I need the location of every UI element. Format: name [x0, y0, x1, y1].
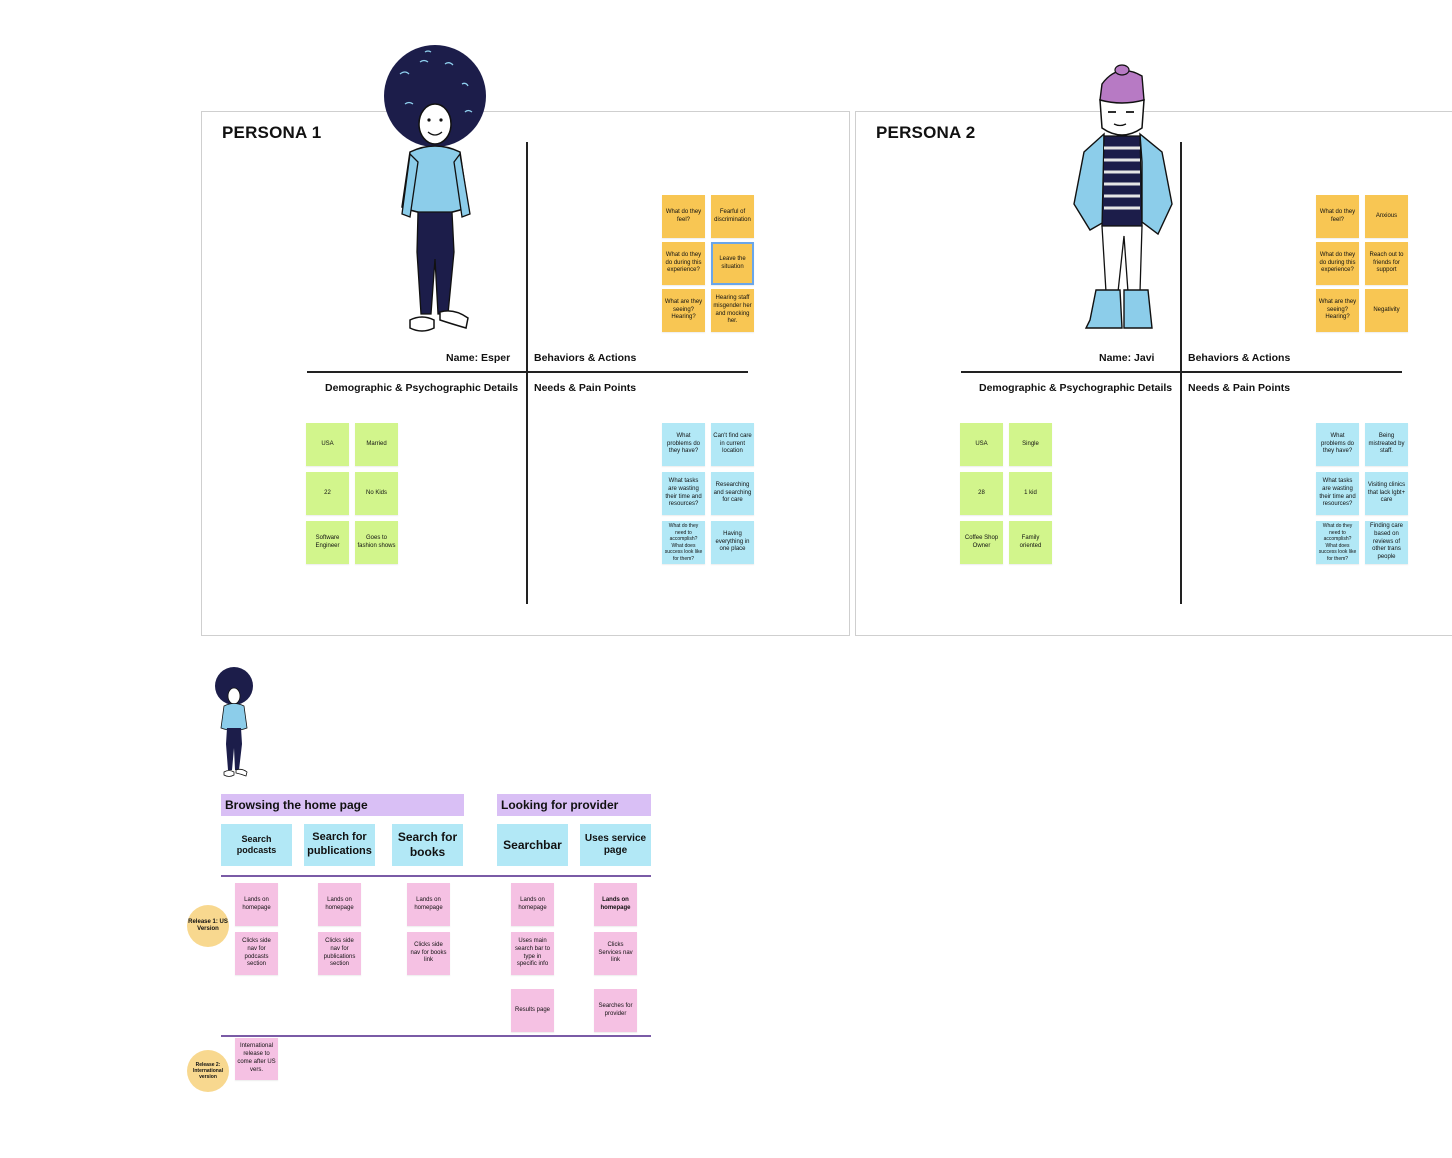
task-sticky[interactable]: Clicks side nav for podcasts section: [235, 932, 278, 975]
sticky-note[interactable]: What problems do they have?: [662, 423, 705, 466]
sticky-note[interactable]: What tasks are wasting their time and re…: [1316, 472, 1359, 515]
sticky-note[interactable]: What do they need to accomplish? What do…: [1316, 521, 1359, 564]
release1-divider: [221, 875, 651, 877]
story-search-podcasts[interactable]: Search podcasts: [221, 824, 292, 866]
persona2-demographics-label: Demographic & Psychographic Details: [979, 382, 1173, 394]
sticky-note[interactable]: USA: [960, 423, 1003, 466]
sticky-note[interactable]: Finding care based on reviews of other t…: [1365, 521, 1408, 564]
sticky-note[interactable]: Coffee Shop Owner: [960, 521, 1003, 564]
sticky-note[interactable]: What do they feel?: [1316, 195, 1359, 238]
sticky-note[interactable]: What do they do during this experience?: [662, 242, 705, 285]
release2-label[interactable]: Release 2: International version: [187, 1050, 229, 1092]
task-sticky[interactable]: Searches for provider: [594, 989, 637, 1032]
sticky-note[interactable]: Reach out to friends for support: [1365, 242, 1408, 285]
task-sticky[interactable]: Lands on homepage: [318, 883, 361, 926]
sticky-note[interactable]: Can't find care in current location: [711, 423, 754, 466]
sticky-note[interactable]: What do they do during this experience?: [1316, 242, 1359, 285]
persona1-name-label: Name: Esper: [446, 352, 511, 364]
sticky-note[interactable]: USA: [306, 423, 349, 466]
sticky-note[interactable]: Married: [355, 423, 398, 466]
persona1-illustration[interactable]: [380, 44, 490, 342]
task-sticky[interactable]: Lands on homepage: [511, 883, 554, 926]
story-searchbar[interactable]: Searchbar: [497, 824, 568, 866]
task-sticky[interactable]: International release to come after US v…: [235, 1038, 278, 1080]
sticky-note[interactable]: Visiting clinics that lack lgbt+ care: [1365, 472, 1408, 515]
task-sticky[interactable]: Lands on homepage: [407, 883, 450, 926]
sticky-note[interactable]: Being mistreated by staff.: [1365, 423, 1408, 466]
sticky-note[interactable]: Having everything in one place: [711, 521, 754, 564]
persona2-behaviors-label: Behaviors & Actions: [1188, 352, 1291, 364]
sticky-note[interactable]: Negativity: [1365, 289, 1408, 332]
sticky-note[interactable]: What problems do they have?: [1316, 423, 1359, 466]
release2-divider: [221, 1035, 651, 1037]
persona1-horizontal-divider: [307, 371, 748, 373]
sticky-note[interactable]: Hearing staff misgender her and mocking …: [711, 289, 754, 332]
task-sticky[interactable]: Uses main search bar to type in specific…: [511, 932, 554, 975]
epic-browsing-home-page[interactable]: Browsing the home page: [221, 794, 464, 816]
task-sticky[interactable]: Clicks side nav for books link: [407, 932, 450, 975]
sticky-note[interactable]: No Kids: [355, 472, 398, 515]
sticky-note[interactable]: What do they feel?: [662, 195, 705, 238]
persona2-illustration[interactable]: [1070, 64, 1174, 338]
task-sticky[interactable]: Results page: [511, 989, 554, 1032]
persona2-vertical-divider: [1180, 142, 1182, 604]
sticky-note[interactable]: Researching and searching for care: [711, 472, 754, 515]
story-uses-service-page[interactable]: Uses service page: [580, 824, 651, 866]
epic-looking-for-provider[interactable]: Looking for provider: [497, 794, 651, 816]
sticky-note[interactable]: Goes to fashion shows: [355, 521, 398, 564]
release1-label[interactable]: Release 1: US Version: [187, 905, 229, 947]
sticky-note[interactable]: Single: [1009, 423, 1052, 466]
task-sticky[interactable]: Lands on homepage: [235, 883, 278, 926]
sticky-note[interactable]: Fearful of discrimination: [711, 195, 754, 238]
sticky-note[interactable]: What do they need to accomplish? What do…: [662, 521, 705, 564]
sticky-note[interactable]: Software Engineer: [306, 521, 349, 564]
sticky-note-selected[interactable]: Leave the situation: [711, 242, 754, 285]
persona1-demographics-label: Demographic & Psychographic Details: [325, 382, 519, 394]
persona1-behaviors-label: Behaviors & Actions: [534, 352, 637, 364]
sticky-note[interactable]: What are they seeing? Hearing?: [662, 289, 705, 332]
sticky-note[interactable]: What are they seeing? Hearing?: [1316, 289, 1359, 332]
story-search-books[interactable]: Search for books: [392, 824, 463, 866]
sticky-note[interactable]: Anxious: [1365, 195, 1408, 238]
story-map-persona-illustration[interactable]: [212, 666, 256, 780]
persona2-needs-label: Needs & Pain Points: [1188, 382, 1291, 394]
persona2-name-label: Name: Javi: [1099, 352, 1155, 364]
persona2-horizontal-divider: [961, 371, 1402, 373]
sticky-note[interactable]: 28: [960, 472, 1003, 515]
task-sticky[interactable]: Clicks side nav for publications section: [318, 932, 361, 975]
sticky-note[interactable]: 1 kid: [1009, 472, 1052, 515]
task-sticky[interactable]: Clicks Services nav link: [594, 932, 637, 975]
sticky-note[interactable]: Family oriented: [1009, 521, 1052, 564]
persona1-needs-label: Needs & Pain Points: [534, 382, 637, 394]
sticky-note[interactable]: What tasks are wasting their time and re…: [662, 472, 705, 515]
persona1-vertical-divider: [526, 142, 528, 604]
task-sticky[interactable]: Lands on homepage: [594, 883, 637, 926]
persona2-title: PERSONA 2: [876, 123, 976, 142]
story-search-publications[interactable]: Search for publications: [304, 824, 375, 866]
sticky-note[interactable]: 22: [306, 472, 349, 515]
persona1-title: PERSONA 1: [222, 123, 322, 142]
